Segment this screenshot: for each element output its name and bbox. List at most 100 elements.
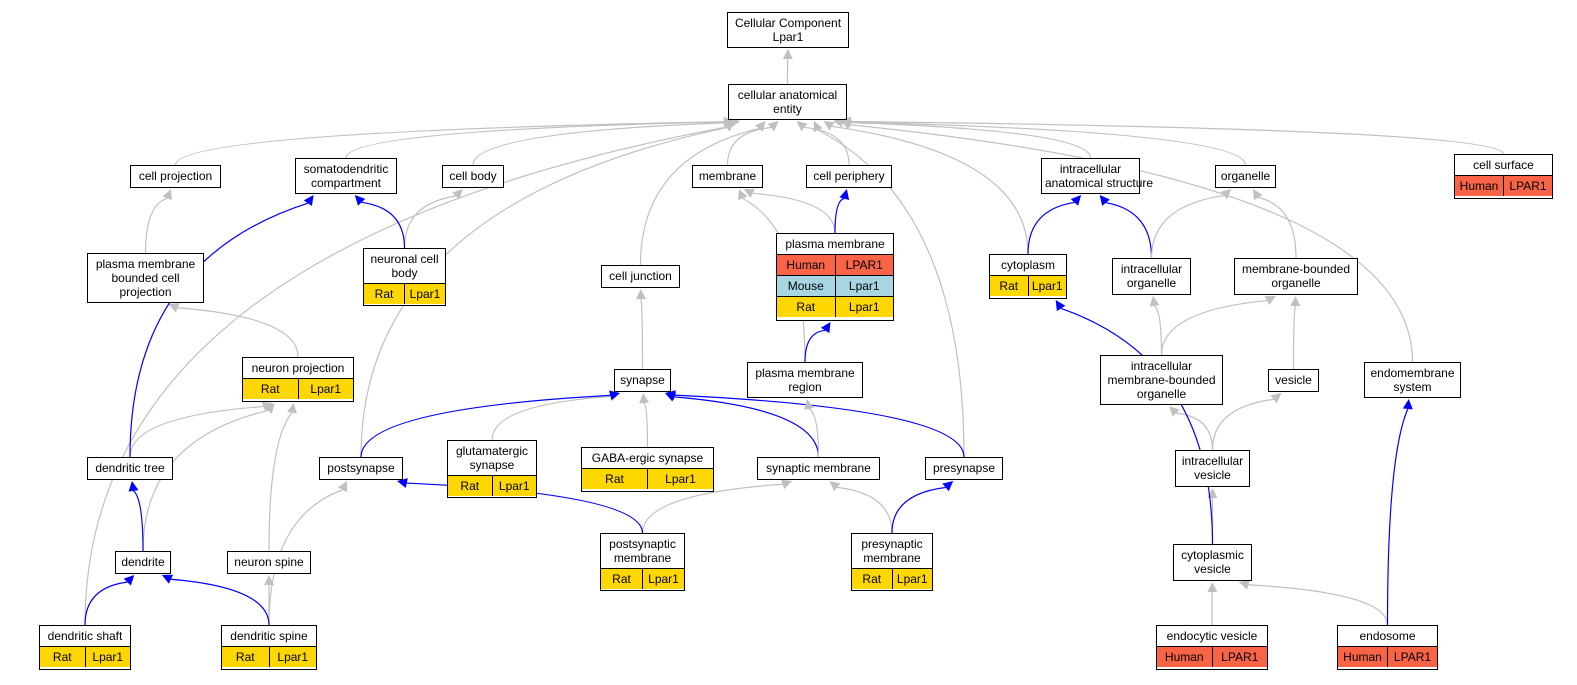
node-label: vesicle [1269, 370, 1318, 390]
node-label: membrane [693, 166, 762, 186]
node-dendrite[interactable]: dendrite [115, 551, 171, 574]
edge-arrowhead-35 [1238, 579, 1250, 590]
node-label-line: plasma membrane [95, 257, 196, 271]
node-label-line: entity [773, 102, 802, 116]
edge-arrowhead-24 [1099, 195, 1110, 206]
node-label-line: body [391, 266, 418, 280]
node-presyn[interactable]: presynapse [925, 457, 1003, 480]
node-synmem[interactable]: synaptic membrane [757, 457, 880, 480]
node-label-line: cytoplasm [1000, 258, 1056, 272]
node-membrane[interactable]: membrane [692, 165, 763, 188]
node-nspine[interactable]: neuron spine [227, 551, 311, 574]
node-cellproj[interactable]: cell projection [130, 165, 221, 188]
edge-16 [177, 307, 299, 358]
edge-28 [1160, 299, 1267, 356]
edge-arrowhead-52 [287, 403, 297, 414]
species-cell: Rat [40, 646, 85, 667]
edge-5 [804, 126, 850, 166]
node-synapse[interactable]: synapse [614, 369, 671, 392]
node-postsyn[interactable]: postsynapse [319, 457, 403, 480]
node-label-line: plasma membrane [785, 237, 885, 251]
node-cellbody[interactable]: cell body [442, 165, 504, 188]
node-dtree[interactable]: dendritic tree [87, 457, 173, 480]
edge-arrowhead-37 [636, 289, 647, 300]
node-label-line: compartment [310, 176, 382, 190]
node-label-line: presynapse [932, 461, 996, 475]
edge-arrowhead-15 [162, 189, 172, 201]
edge-23 [1027, 201, 1075, 255]
gene-cell: Lpar1 [647, 468, 713, 489]
species-cell: Rat [601, 568, 643, 589]
gene-cell: Lpar1 [297, 378, 353, 399]
edge-arrowhead-36 [1402, 399, 1413, 410]
node-label-line: dendritic spine [230, 629, 308, 643]
edge-12 [831, 125, 1029, 255]
species-cell: Rat [990, 275, 1028, 296]
node-label-line: membrane-bounded [1107, 373, 1216, 387]
node-label: plasma membrane [777, 234, 893, 254]
node-label-line: postsynapse [327, 461, 395, 475]
edge-11 [817, 129, 965, 458]
node-label-line: organelle [1271, 276, 1321, 290]
node-junction[interactable]: cell junction [601, 265, 680, 288]
edge-arrowhead-9 [755, 121, 766, 132]
node-label-line: somatodendritic [303, 162, 389, 176]
edge-2 [345, 121, 725, 159]
node-vesicle[interactable]: vesicle [1268, 369, 1319, 392]
edge-22 [804, 329, 826, 363]
node-label-line: region [788, 380, 822, 394]
node-label-line: intracellular [1059, 162, 1122, 176]
node-label-line: membrane-bounded [1241, 262, 1351, 276]
edge-arrowhead-12 [823, 121, 835, 131]
edge-arrowhead-26 [1253, 189, 1263, 201]
edge-48 [129, 405, 264, 458]
node-label: GABA-ergic synapse [582, 448, 713, 468]
edge-14 [84, 126, 727, 626]
edge-41 [674, 396, 820, 458]
node-label: synapse [615, 370, 670, 390]
edge-arrowhead-56 [123, 575, 135, 586]
node-periphery[interactable]: cell periphery [806, 165, 892, 188]
edge-43 [808, 408, 820, 458]
edge-6 [842, 121, 1092, 159]
node-label-line: synapse [469, 458, 515, 472]
node-label: neuron spine [228, 552, 310, 572]
node-organelle[interactable]: organelle [1215, 165, 1276, 188]
